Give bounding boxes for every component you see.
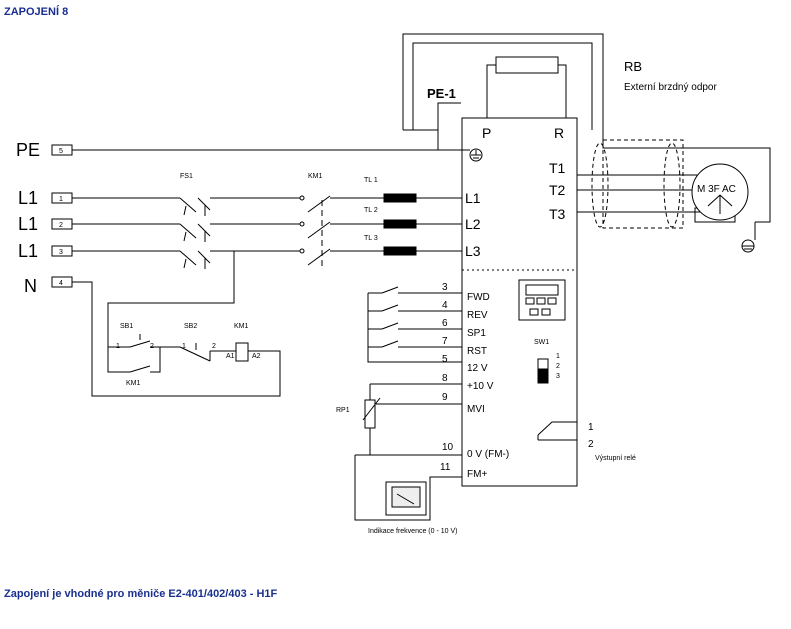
km1-coil-label: KM1 xyxy=(234,323,249,330)
ctrl-num-10: 10 xyxy=(442,442,454,453)
ctrl-num-3: 3 xyxy=(442,282,448,293)
sw-pos-1: 1 xyxy=(556,353,560,360)
choke-tl2 xyxy=(383,219,417,229)
inv-t1-label: T1 xyxy=(549,160,566,176)
contactor-km1 xyxy=(299,195,331,268)
page-title: ZAPOJENÍ 8 xyxy=(4,6,69,18)
choke-tl1 xyxy=(383,193,417,203)
inv-l2-label: L2 xyxy=(465,216,481,232)
ctrl-num-11: 11 xyxy=(440,462,451,473)
ctrl-label-10v: +10 V xyxy=(467,381,494,392)
km1-label: KM1 xyxy=(308,173,323,180)
fuse-switch-fs1 xyxy=(179,197,211,269)
ctrl-num-5: 5 xyxy=(442,354,448,365)
sb2-pin2: 2 xyxy=(212,343,216,350)
km1-contact-label: KM1 xyxy=(126,380,141,387)
rp1-label: RP1 xyxy=(336,407,350,414)
dip-switch-sw1[interactable] xyxy=(537,358,549,384)
inv-l1-label: L1 xyxy=(465,190,481,206)
choke-tl3 xyxy=(383,246,417,256)
frequency-meter-icon xyxy=(385,481,427,516)
ctrl-label-rev: REV xyxy=(467,310,488,321)
tl1-label: TL 1 xyxy=(364,177,378,184)
supply-l2-label: L1 xyxy=(18,214,38,234)
ctrl-label-mvi: MVI xyxy=(467,404,485,415)
terminal-3-num: 3 xyxy=(59,249,63,256)
supply-l1-label: L1 xyxy=(18,188,38,208)
coil-pin-a2: A2 xyxy=(252,353,261,360)
inverter-box xyxy=(461,117,578,487)
sw-pos-2: 2 xyxy=(556,363,560,370)
supply-pe-label: PE xyxy=(16,140,40,160)
inv-r-label: R xyxy=(554,125,564,141)
relay-pin-2: 2 xyxy=(588,439,594,450)
rb-desc: Externí brzdný odpor xyxy=(624,82,717,93)
relay-label: Výstupní relé xyxy=(595,455,636,462)
inv-t2-label: T2 xyxy=(549,182,566,198)
sb1-pin2: 2 xyxy=(150,343,154,350)
ctrl-num-7: 7 xyxy=(442,336,448,347)
earth-icon xyxy=(469,148,483,162)
terminal-1-num: 1 xyxy=(59,196,63,203)
sb1-pin1: 1 xyxy=(116,343,120,350)
inv-p-label: P xyxy=(482,125,491,141)
terminal-2-num: 2 xyxy=(59,222,63,229)
shielded-cable xyxy=(591,139,684,229)
motor-icon xyxy=(691,163,749,223)
braking-resistor-rb xyxy=(495,56,559,74)
relay-pin-1: 1 xyxy=(588,422,594,433)
coil-km1 xyxy=(235,342,249,362)
supply-l3-label: L1 xyxy=(18,241,38,261)
ctrl-label-rst: RST xyxy=(467,346,487,357)
ctrl-num-9: 9 xyxy=(442,392,448,403)
ctrl-num-6: 6 xyxy=(442,318,448,329)
ctrl-label-12v: 12 V xyxy=(467,363,488,374)
sw-pos-3: 3 xyxy=(556,373,560,380)
ctrl-label-0v: 0 V (FM-) xyxy=(467,449,509,460)
terminal-4-num: 4 xyxy=(59,280,63,287)
ctrl-label-sp1: SP1 xyxy=(467,328,486,339)
meter-label: Indikace frekvence (0 - 10 V) xyxy=(368,528,458,535)
coil-pin-a1: A1 xyxy=(226,353,235,360)
supply-n-label: N xyxy=(24,276,37,296)
footer-note: Zapojení je vhodné pro měniče E2-401/402… xyxy=(4,588,278,600)
ctrl-label-fm: FM+ xyxy=(467,469,487,480)
tl2-label: TL 2 xyxy=(364,207,378,214)
inv-l3-label: L3 xyxy=(465,243,481,259)
sb2-label: SB2 xyxy=(184,323,197,330)
ctrl-label-fwd: FWD xyxy=(467,292,490,303)
keypad-icon xyxy=(518,279,566,321)
rb-label: RB xyxy=(624,59,642,74)
tl3-label: TL 3 xyxy=(364,235,378,242)
motor-label: M 3F AC xyxy=(697,184,736,195)
ctrl-num-8: 8 xyxy=(442,373,448,384)
sb2-pin1: 1 xyxy=(182,343,186,350)
sw1-label: SW1 xyxy=(534,339,549,346)
terminal-pe-num: 5 xyxy=(59,148,63,155)
potentiometer-rp1 xyxy=(364,399,376,429)
inv-t3-label: T3 xyxy=(549,206,566,222)
ctrl-num-4: 4 xyxy=(442,300,448,311)
pe1-label: PE-1 xyxy=(427,86,456,101)
fs1-label: FS1 xyxy=(180,173,193,180)
sb1-label: SB1 xyxy=(120,323,133,330)
